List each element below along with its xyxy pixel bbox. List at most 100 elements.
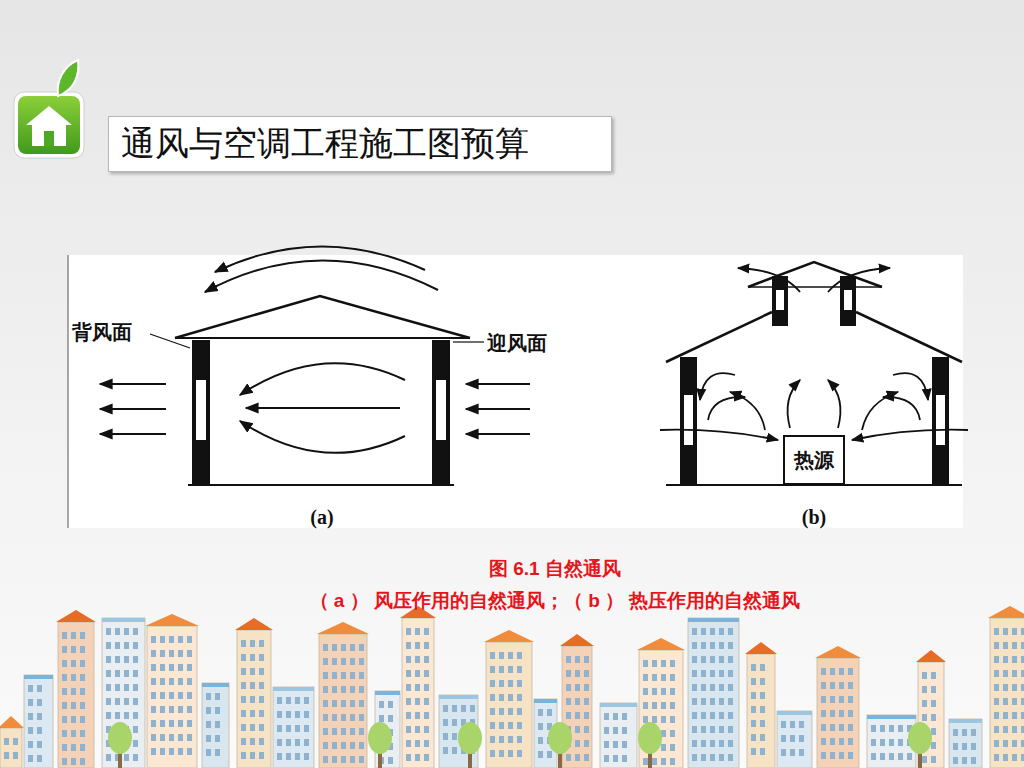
- building-window: [187, 748, 192, 755]
- roof: [856, 312, 962, 362]
- building-window: [953, 743, 958, 750]
- building-window: [424, 698, 429, 705]
- building-window: [286, 697, 291, 704]
- building-window: [388, 701, 393, 708]
- building-window: [215, 707, 220, 714]
- building-window: [710, 754, 715, 761]
- building-window: [922, 700, 927, 707]
- building-window: [359, 644, 364, 651]
- building-window: [443, 705, 448, 712]
- building-window: [115, 656, 120, 663]
- building-window: [359, 658, 364, 665]
- building-window: [160, 664, 165, 671]
- building-window: [499, 680, 504, 687]
- building-window: [379, 701, 384, 708]
- building-window: [1003, 684, 1008, 691]
- building-window: [692, 670, 697, 677]
- building-window: [250, 668, 255, 675]
- building-window: [719, 642, 724, 649]
- building-window: [839, 752, 844, 759]
- building-window: [830, 668, 835, 675]
- building-window: [1003, 754, 1008, 761]
- building-window: [415, 740, 420, 747]
- building-window: [652, 716, 657, 723]
- building-window: [71, 632, 76, 639]
- building-window: [133, 670, 138, 677]
- building-window: [115, 698, 120, 705]
- building-window: [994, 656, 999, 663]
- building-window: [566, 754, 571, 761]
- tree: [638, 722, 662, 768]
- building-window: [250, 640, 255, 647]
- building-window: [566, 670, 571, 677]
- tree: [368, 722, 392, 768]
- building-window: [517, 736, 522, 743]
- side-label: 背风面: [72, 319, 132, 346]
- building-window: [701, 656, 706, 663]
- building-window: [962, 743, 967, 750]
- building-window: [575, 698, 580, 705]
- building-window: [124, 684, 129, 691]
- building-window: [151, 706, 156, 713]
- building-body: [949, 719, 982, 768]
- building-window: [151, 664, 156, 671]
- building-window: [350, 714, 355, 721]
- building-window: [359, 672, 364, 679]
- building-window: [781, 749, 786, 756]
- building-body: [102, 618, 145, 768]
- building-window: [452, 719, 457, 726]
- building-window: [1003, 712, 1008, 719]
- building-window: [259, 724, 264, 731]
- building-window: [575, 754, 580, 761]
- building-window: [62, 702, 67, 709]
- building-window: [151, 734, 156, 741]
- building-window: [169, 692, 174, 699]
- building-window: [604, 713, 609, 720]
- building-window: [670, 660, 675, 667]
- arrow: [883, 397, 920, 420]
- arrow: [660, 430, 778, 440]
- building-window: [922, 756, 927, 763]
- building-window: [259, 738, 264, 745]
- building-window: [151, 678, 156, 685]
- building-window: [692, 656, 697, 663]
- building-body: [273, 687, 314, 768]
- building-window: [28, 713, 33, 720]
- building-window: [670, 702, 675, 709]
- building-window: [178, 678, 183, 685]
- building-window: [359, 728, 364, 735]
- arrow: [100, 408, 166, 410]
- building-window: [1021, 726, 1024, 733]
- building-window: [28, 699, 33, 706]
- building-window: [499, 666, 504, 673]
- building-window: [350, 728, 355, 735]
- building-window: [931, 728, 936, 735]
- building-window: [781, 721, 786, 728]
- building-window: [931, 700, 936, 707]
- building-window: [178, 692, 183, 699]
- building-window: [643, 716, 648, 723]
- building-roof: [484, 630, 534, 642]
- subfigure-label: (a): [310, 506, 333, 529]
- building-window: [821, 696, 826, 703]
- building-window: [323, 686, 328, 693]
- building-body: [600, 703, 637, 768]
- building-window: [661, 716, 666, 723]
- icon-house: [26, 106, 72, 146]
- building-window: [670, 716, 675, 723]
- building-window: [922, 686, 927, 693]
- building-window: [424, 628, 429, 635]
- building-window: [1012, 670, 1017, 677]
- building-window: [341, 756, 346, 763]
- building-window: [350, 644, 355, 651]
- building-window: [406, 754, 411, 761]
- building-window: [1012, 712, 1017, 719]
- building-window: [115, 642, 120, 649]
- building-window: [922, 714, 927, 721]
- building-window: [71, 716, 76, 723]
- monitor-eave: [748, 286, 882, 288]
- building-window: [517, 666, 522, 673]
- building-window: [575, 684, 580, 691]
- building-roof: [688, 618, 739, 622]
- building-window: [490, 736, 495, 743]
